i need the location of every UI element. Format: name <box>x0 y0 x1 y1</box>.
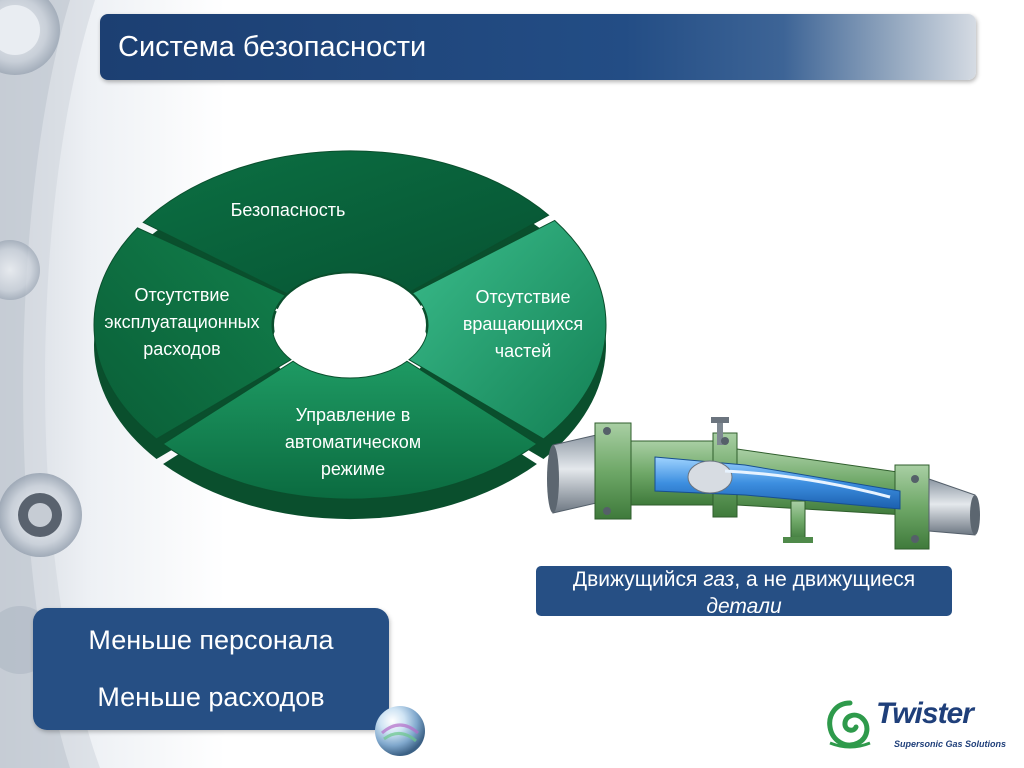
logo-tagline: Supersonic Gas Solutions <box>894 739 1007 749</box>
logo-wordmark: Twister <box>876 697 974 730</box>
segment-label-no-rotating-parts: Отсутствие вращающихся частей <box>462 287 584 361</box>
ring-segment-safety <box>142 150 550 295</box>
glass-sphere-icon <box>375 706 425 756</box>
ring-center-hole <box>274 273 426 377</box>
title-bar: Система безопасности <box>100 14 976 80</box>
ring-segment-no-rotating-parts <box>408 219 607 440</box>
segment-label-safety: Безопасность <box>230 200 346 220</box>
ring-segment-automatic-mode <box>162 360 538 500</box>
ring-segment-no-operating-costs <box>93 227 292 440</box>
segment-label-no-operating-costs: Отсутствие эксплуатационных расходов <box>104 285 260 359</box>
page-title: Система безопасности <box>118 31 427 63</box>
caption-box: Движущийся газ, а не движущиеся детали <box>536 566 952 616</box>
summary-box: Меньше персонала Меньше расходов <box>33 608 389 730</box>
caption-text: Движущийся газ, а не движущиеся детали <box>572 568 916 616</box>
summary-line-staff: Меньше персонала <box>88 625 334 655</box>
cycle-ring-diagram <box>93 150 607 520</box>
summary-line-costs: Меньше расходов <box>97 682 325 712</box>
twister-swirl-icon <box>827 700 871 749</box>
twister-logo: Twister Supersonic Gas Solutions <box>826 693 1016 759</box>
segment-label-automatic-mode: Управление в автоматическом режиме <box>284 405 422 479</box>
twister-separator-illustration <box>547 417 980 550</box>
